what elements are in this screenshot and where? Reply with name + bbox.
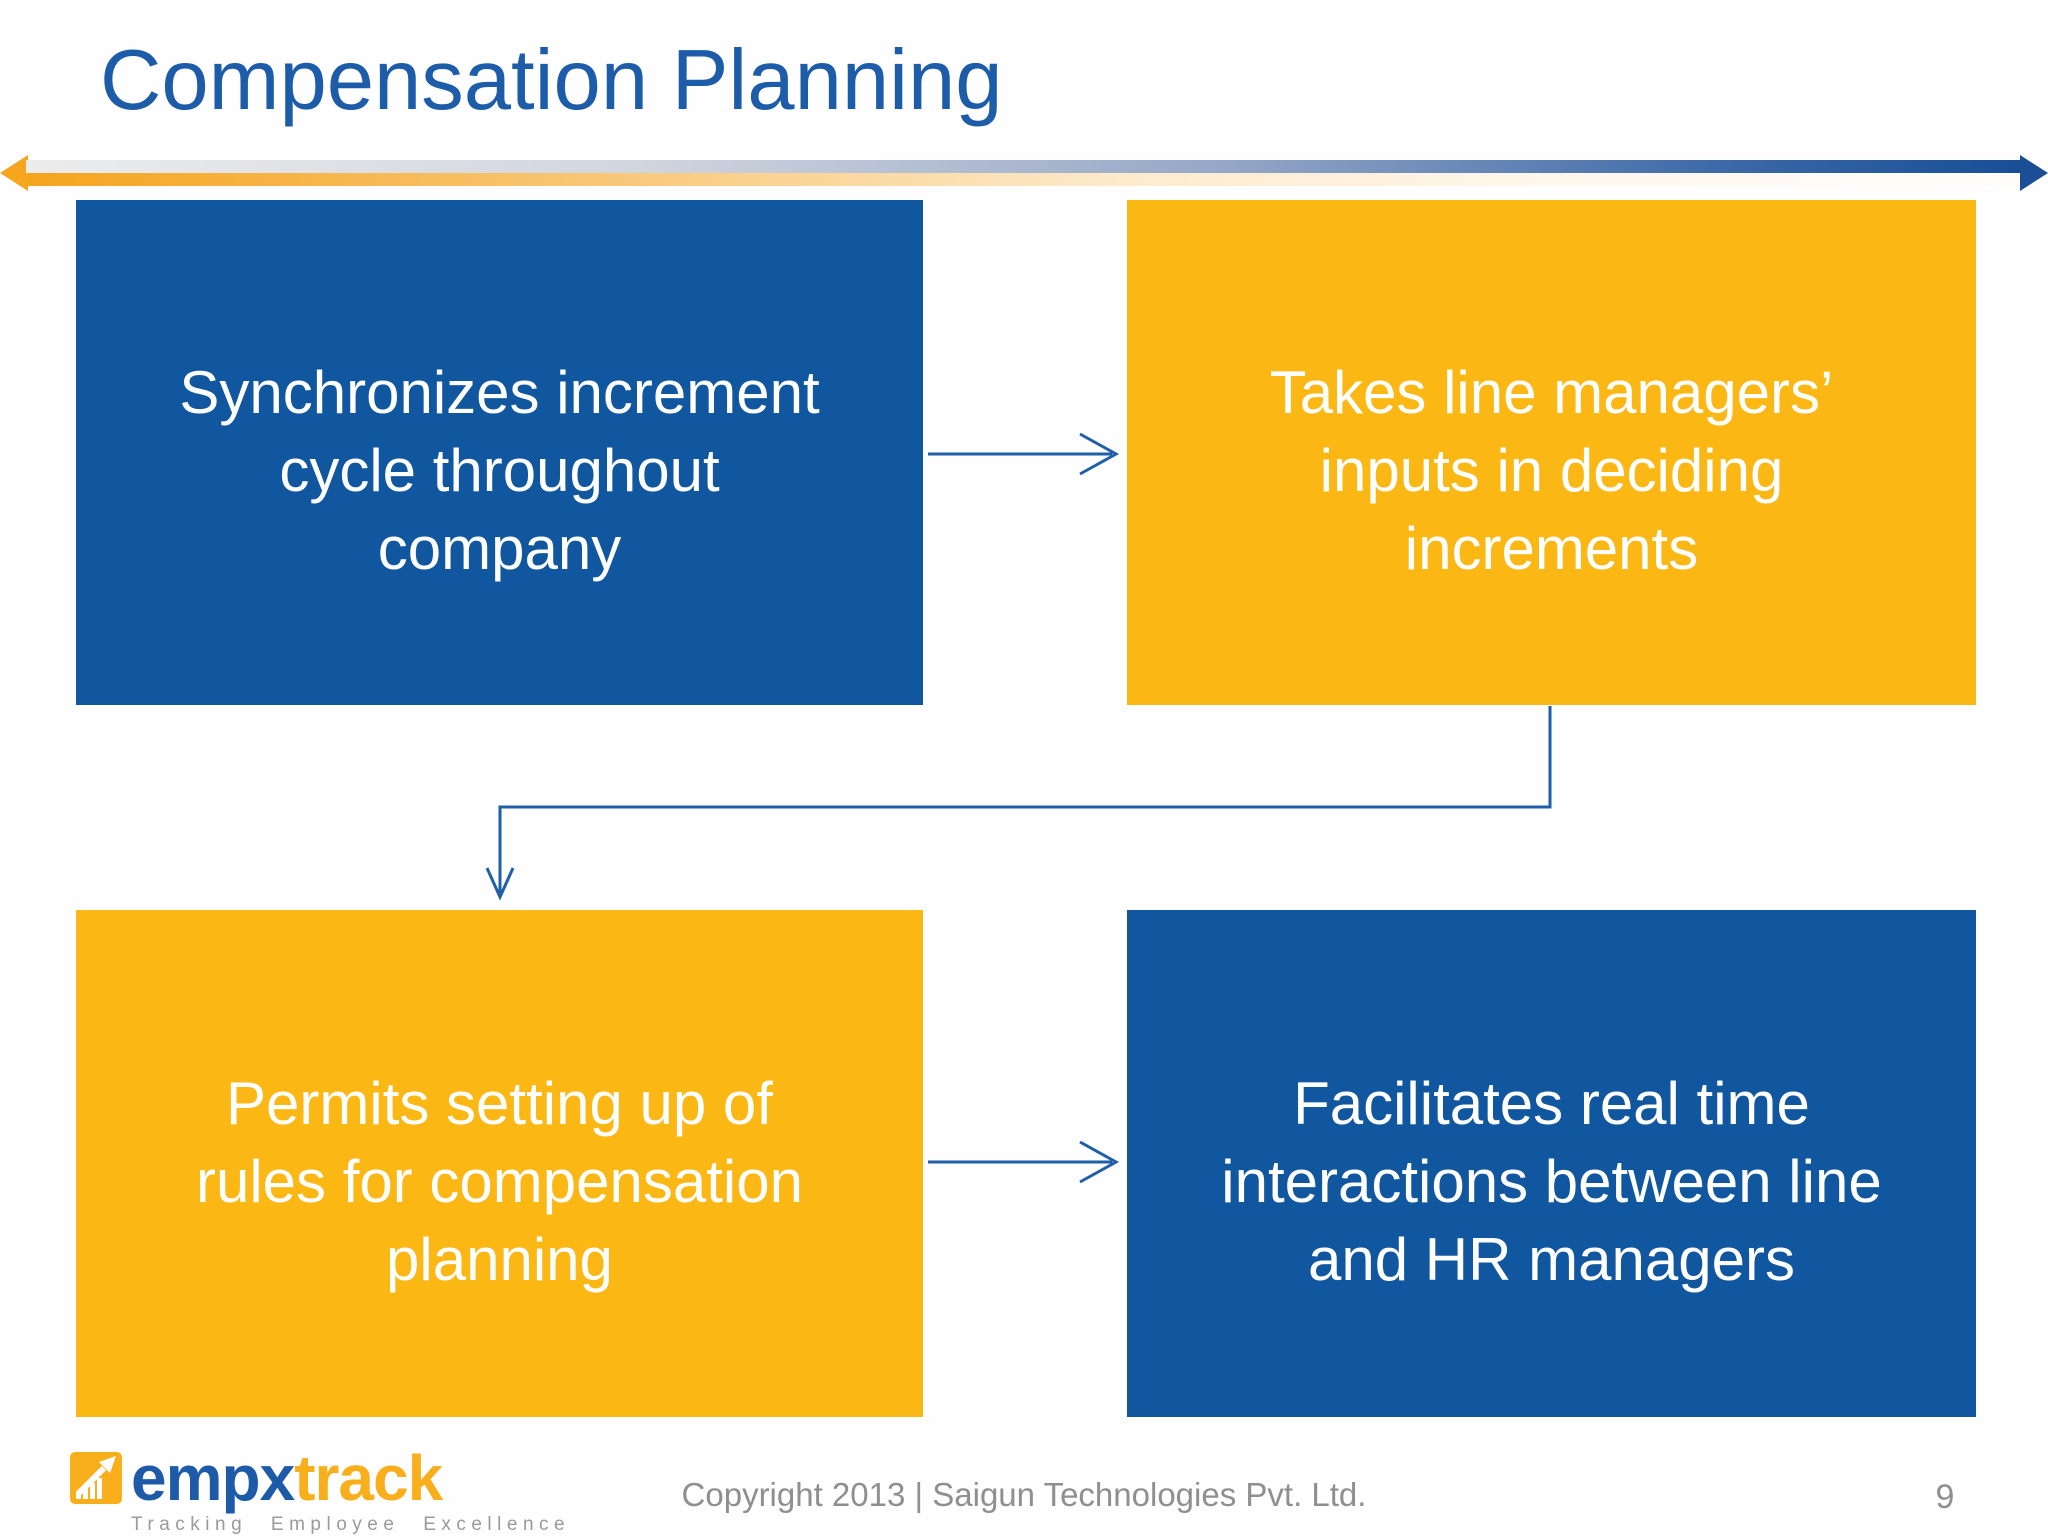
flow-box-text: Permits setting up of rules for compensa… (196, 1069, 803, 1293)
arrow-right-top-icon (928, 432, 1120, 476)
footer-copyright: Copyright 2013 | Saigun Technologies Pvt… (681, 1476, 1367, 1513)
logo-wordmark: empxtrack (131, 1446, 570, 1510)
flow-box-text: Synchronizes increment cycle throughout … (179, 358, 820, 582)
logo-word-primary: empx (131, 1442, 295, 1514)
divider-orange-gradient-strip (26, 173, 2022, 186)
gradient-divider (0, 155, 2048, 191)
divider-blue-gradient-strip (26, 160, 2022, 173)
flow-box-sync-increment: Synchronizes increment cycle throughout … (76, 200, 923, 705)
elbow-connector-down-icon (485, 706, 1552, 901)
logo: empxtrack Tracking Employee Excellence (70, 1446, 570, 1536)
slide-title: Compensation Planning (100, 33, 1003, 128)
flow-box-rules-setup: Permits setting up of rules for compensa… (76, 910, 923, 1417)
arrow-right-bottom-icon (928, 1140, 1120, 1184)
logo-word-secondary: track (294, 1442, 443, 1514)
flow-box-text: Facilitates real time interactions betwe… (1221, 1069, 1882, 1293)
flow-box-text: Takes line managers’ inputs in deciding … (1269, 358, 1834, 582)
growth-chart-arrow-icon (70, 1452, 122, 1504)
logo-tagline: Tracking Employee Excellence (131, 1514, 571, 1535)
right-arrowhead-icon (2020, 155, 2048, 191)
page-number: 9 (1935, 1478, 1955, 1516)
flow-box-real-time: Facilitates real time interactions betwe… (1127, 910, 1976, 1417)
left-arrowhead-icon (0, 155, 28, 191)
flow-box-manager-inputs: Takes line managers’ inputs in deciding … (1127, 200, 1976, 705)
gradient-divider-line (26, 160, 2022, 186)
logo-text: empxtrack Tracking Employee Excellence (131, 1446, 570, 1536)
